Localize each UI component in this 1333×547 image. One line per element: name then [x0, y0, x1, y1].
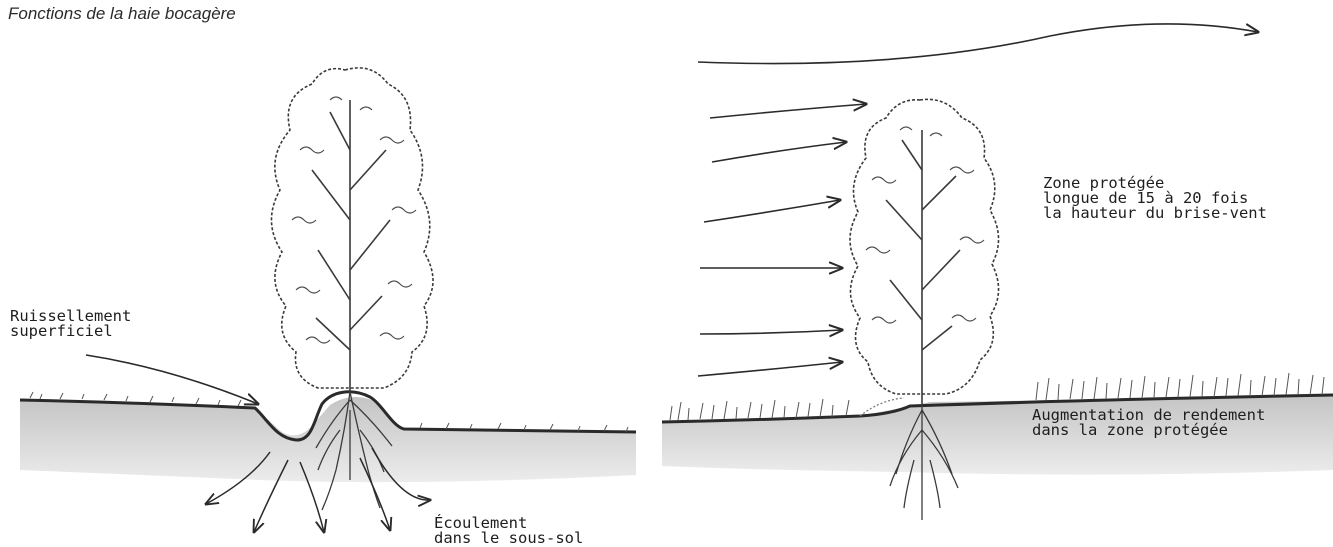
left-tree-canopy — [271, 68, 433, 388]
runoff-label: Ruissellement superficiel — [10, 309, 131, 339]
right-panel — [662, 24, 1333, 520]
protected-zone-label: Zone protégée longue de 15 à 20 fois la … — [1043, 176, 1267, 221]
right-tree-icon — [850, 99, 999, 404]
figure-caption: Fonctions de la haie bocagère — [8, 4, 236, 24]
runoff-arrow — [86, 355, 258, 404]
subsoil-label: Écoulement dans le sous-sol — [434, 516, 583, 546]
yield-label-line-2: dans la zone protégée — [1032, 423, 1265, 438]
left-tree-icon — [271, 68, 433, 392]
runoff-label-line-2: superficiel — [10, 324, 131, 339]
protected-zone-label-line-3: la hauteur du brise-vent — [1043, 206, 1267, 221]
left-panel — [20, 68, 636, 532]
yield-label: Augmentation de rendement dans la zone p… — [1032, 408, 1265, 438]
left-soil — [20, 397, 636, 482]
